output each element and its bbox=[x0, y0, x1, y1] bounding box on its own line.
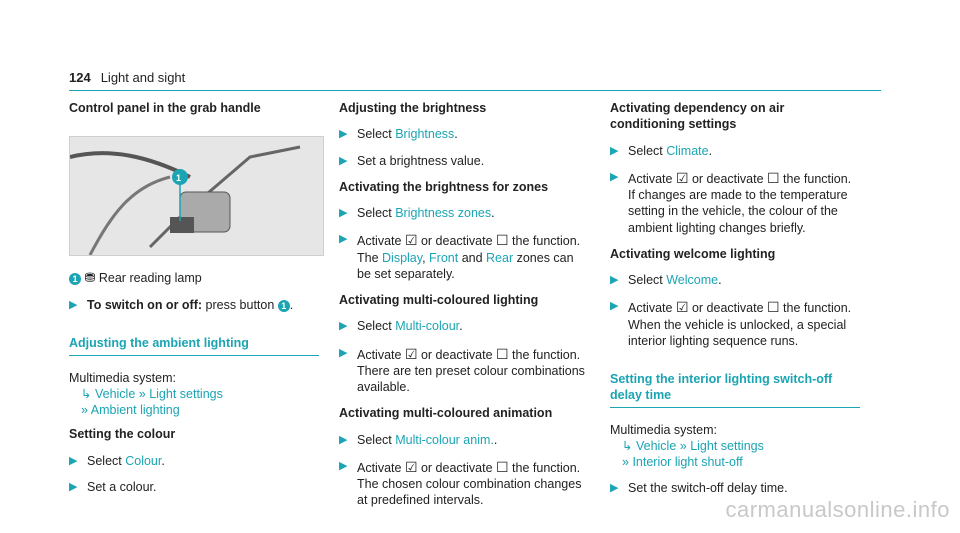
brightness-link[interactable]: Brightness bbox=[395, 127, 455, 142]
checkbox-checked-icon: ☑ bbox=[675, 169, 689, 186]
legend-text: Rear reading lamp bbox=[98, 271, 202, 286]
path-vehicle[interactable]: Vehicle bbox=[635, 438, 677, 453]
anim-heading: Activating multi-coloured animation bbox=[339, 406, 553, 421]
arrow-icon: ▶ bbox=[610, 300, 619, 313]
arrow-icon: ▶ bbox=[339, 346, 348, 359]
reading-lamp-icon: ⛃ bbox=[84, 270, 96, 286]
welcome-step-1: ▶ Select Welcome. bbox=[610, 273, 722, 287]
checkbox-checked-icon: ☑ bbox=[675, 299, 689, 316]
arrow-icon: ▶ bbox=[339, 207, 348, 219]
air-step-1: ▶ Select Climate. bbox=[610, 143, 713, 158]
legend-number: 1 bbox=[69, 272, 81, 285]
section-title: Light and sight bbox=[100, 70, 186, 85]
menu-path: ↳ Vehicle » Light settings » Interior li… bbox=[610, 438, 860, 471]
path-light-settings[interactable]: Light settings bbox=[690, 438, 764, 453]
arrow-icon: ▶ bbox=[339, 459, 348, 472]
arrow-icon: ▶ bbox=[339, 433, 348, 446]
checkbox-empty-icon: ☐ bbox=[767, 299, 780, 316]
climate-link[interactable]: Climate bbox=[666, 143, 709, 158]
arrow-icon: ▶ bbox=[339, 154, 348, 167]
checkbox-checked-icon: ☑ bbox=[404, 232, 418, 249]
double-chevron-icon: » bbox=[679, 438, 687, 453]
anim-step-2: ▶ Activate ☑ or deactivate ☐ the functio… bbox=[339, 458, 582, 508]
arrow-icon: ▶ bbox=[69, 299, 78, 312]
control-panel-heading: Control panel in the grab handle bbox=[69, 101, 261, 115]
legend-item: 1 ⛃ Rear reading lamp bbox=[69, 270, 319, 287]
svg-text:1: 1 bbox=[176, 173, 181, 183]
colour-heading: Setting the colour bbox=[69, 427, 176, 442]
double-chevron-icon: » bbox=[622, 455, 629, 469]
brightness-zones-link[interactable]: Brightness zones bbox=[395, 206, 492, 220]
header-divider bbox=[69, 90, 881, 91]
multi-step-2: ▶ Activate ☑ or deactivate ☐ the functio… bbox=[339, 345, 585, 395]
checkbox-empty-icon: ☐ bbox=[496, 458, 509, 475]
path-shutoff[interactable]: Interior light shut-off bbox=[632, 455, 743, 469]
system-label: Multimedia system: bbox=[69, 370, 176, 385]
welcome-heading: Activating welcome lighting bbox=[610, 246, 776, 261]
double-chevron-icon: » bbox=[138, 386, 146, 401]
system-label: Multimedia system: bbox=[610, 422, 717, 437]
checkbox-empty-icon: ☐ bbox=[767, 169, 780, 186]
anim-step-1: ▶ Select Multi-colour anim.. bbox=[339, 432, 498, 447]
checkbox-checked-icon: ☑ bbox=[404, 458, 418, 475]
arrow-icon: ▶ bbox=[610, 274, 619, 286]
zones-step-2: ▶ Activate ☑ or deactivate ☐ the functio… bbox=[339, 232, 581, 281]
arrow-icon: ▶ bbox=[69, 454, 78, 467]
page-number: 124 bbox=[69, 70, 91, 85]
page-header: 124 Light and sight bbox=[69, 70, 185, 87]
multi-step-1: ▶ Select Multi-colour. bbox=[339, 319, 463, 334]
arrow-icon: ▶ bbox=[69, 480, 78, 493]
switch-bold: To switch on or off: bbox=[87, 298, 203, 313]
shutoff-step: ▶ Set the switch-off delay time. bbox=[610, 481, 788, 496]
checkbox-empty-icon: ☐ bbox=[496, 345, 509, 362]
front-link[interactable]: Front bbox=[429, 250, 459, 265]
colour-step-2: ▶ Set a colour. bbox=[69, 479, 157, 494]
grab-handle-illustration: 1 bbox=[69, 136, 324, 257]
column-1: Control panel in the grab handle 1 1 ⛃ R… bbox=[69, 100, 324, 505]
menu-path: ↳ Vehicle » Light settings » Ambient lig… bbox=[69, 386, 319, 419]
shutoff-section-heading: Setting the interior lighting switch-off… bbox=[610, 371, 860, 408]
display-link[interactable]: Display bbox=[382, 250, 423, 265]
arrow-icon: ▶ bbox=[339, 233, 348, 246]
return-icon: ↳ bbox=[622, 438, 633, 453]
arrow-icon: ▶ bbox=[610, 144, 619, 157]
arrow-icon: ▶ bbox=[610, 170, 619, 183]
button-number: 1 bbox=[277, 299, 290, 312]
path-vehicle[interactable]: Vehicle bbox=[94, 386, 136, 401]
path-ambient[interactable]: Ambient lighting bbox=[90, 403, 180, 418]
column-3: Activating dependency on air conditionin… bbox=[610, 100, 860, 507]
watermark: carmanualsonline.info bbox=[725, 497, 950, 523]
brightness-heading: Adjusting the brightness bbox=[339, 101, 487, 115]
path-light-settings[interactable]: Light settings bbox=[149, 386, 223, 401]
double-chevron-icon: » bbox=[81, 403, 88, 418]
return-icon: ↳ bbox=[81, 386, 92, 401]
multi-colour-link[interactable]: Multi-colour bbox=[395, 319, 460, 334]
brightness-step-2: ▶ Set a brightness value. bbox=[339, 153, 485, 168]
welcome-link[interactable]: Welcome bbox=[666, 273, 719, 287]
colour-step-1: ▶ Select Colour. bbox=[69, 453, 165, 468]
welcome-step-2: ▶ Activate ☑ or deactivate ☐ the functio… bbox=[610, 299, 852, 348]
ambient-section-heading: Adjusting the ambient lighting bbox=[69, 335, 319, 356]
checkbox-empty-icon: ☐ bbox=[496, 232, 509, 249]
rear-link[interactable]: Rear bbox=[486, 250, 514, 265]
air-heading: Activating dependency on air conditionin… bbox=[610, 101, 785, 132]
arrow-icon: ▶ bbox=[610, 482, 619, 495]
switch-step: ▶ To switch on or off: press button 1. bbox=[69, 298, 294, 313]
colour-link[interactable]: Colour bbox=[125, 453, 162, 468]
arrow-icon: ▶ bbox=[339, 320, 348, 333]
multi-heading: Activating multi-coloured lighting bbox=[339, 293, 539, 307]
brightness-step-1: ▶ Select Brightness. bbox=[339, 127, 458, 142]
zones-step-1: ▶ Select Brightness zones. bbox=[339, 206, 495, 220]
air-step-2: ▶ Activate ☑ or deactivate ☐ the functio… bbox=[610, 169, 852, 235]
multi-colour-anim-link[interactable]: Multi-colour anim. bbox=[395, 432, 494, 447]
checkbox-checked-icon: ☑ bbox=[404, 345, 418, 362]
column-2: Adjusting the brightness ▶ Select Bright… bbox=[339, 100, 589, 519]
arrow-icon: ▶ bbox=[339, 128, 348, 141]
zones-heading: Activating the brightness for zones bbox=[339, 179, 549, 194]
